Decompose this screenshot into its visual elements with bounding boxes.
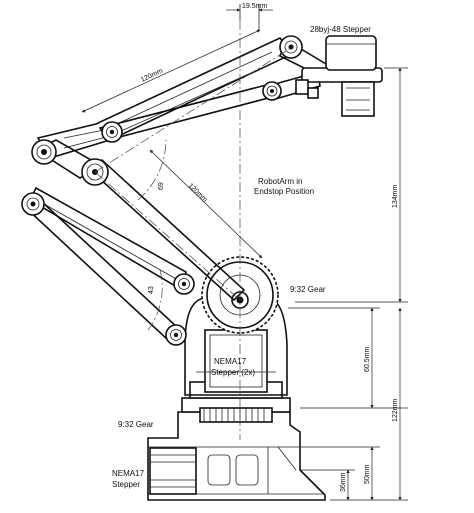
gear-lower-label: 9:32 Gear bbox=[118, 420, 154, 429]
dim-50-label: 50mm bbox=[364, 464, 371, 484]
small-stepper bbox=[325, 35, 377, 117]
lower-gear bbox=[199, 407, 273, 423]
joint-forearm-base bbox=[173, 273, 195, 295]
gear-upper-label: 9:32 Gear bbox=[290, 285, 326, 294]
dim-forearm-label: 120mm bbox=[187, 182, 209, 203]
motor-label-2: Stepper (2x) bbox=[211, 368, 255, 377]
base-motor-label-2: Stepper bbox=[112, 480, 140, 489]
base-stepper bbox=[149, 447, 197, 495]
note-line-2: Endstop Position bbox=[254, 187, 314, 196]
joint-wrist bbox=[262, 81, 282, 101]
angle-43-label: 43 bbox=[148, 286, 155, 294]
angle-69-label: 69 bbox=[158, 182, 165, 190]
dim-122-label: 122mm bbox=[392, 398, 399, 422]
upper-arm-link bbox=[36, 37, 294, 159]
motor-label-1: NEMA17 bbox=[214, 357, 247, 366]
angle-arc-43 bbox=[147, 269, 163, 331]
angle-arc-69 bbox=[137, 139, 167, 201]
joint-elbow-upper bbox=[101, 121, 123, 143]
dim-top-label: 19.5mm bbox=[242, 3, 267, 10]
forearm-link bbox=[28, 158, 246, 302]
upper-arm-centerline bbox=[94, 45, 295, 173]
stepper-small-label: 28byj-48 Stepper bbox=[310, 25, 371, 34]
dimension-lines bbox=[81, 4, 408, 501]
dim-605-label: 60.5mm bbox=[364, 347, 371, 372]
joint-lower-base bbox=[165, 324, 187, 346]
dim-36-label: 36mm bbox=[340, 472, 347, 492]
joint-top bbox=[279, 35, 303, 59]
joint-elbow-left bbox=[31, 139, 57, 165]
joint-lower-left bbox=[21, 192, 45, 216]
note-line-1: RobotArm in bbox=[258, 177, 302, 186]
dim-134-label: 134mm bbox=[392, 184, 399, 208]
base-motor-label-1: NEMA17 bbox=[112, 469, 145, 478]
